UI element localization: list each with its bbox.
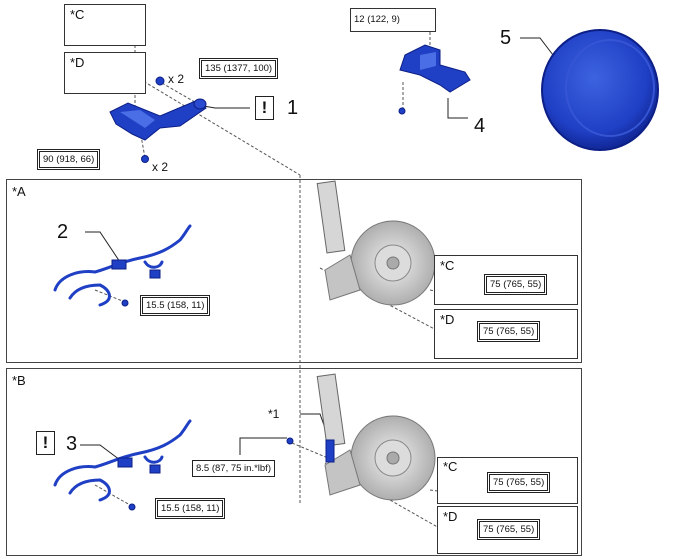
tire-part-drawing — [541, 29, 659, 151]
part-number-3: 3 — [66, 433, 78, 455]
warning-icon: ! — [36, 431, 55, 455]
torque-75-b-d: 75 (765, 55) — [476, 519, 541, 540]
callout-label-c-a: *C — [440, 258, 455, 273]
part-number-1: 1 — [287, 97, 299, 119]
callout-box-c-top — [64, 4, 146, 46]
brake-assembly-a — [316, 180, 436, 306]
bracket-part-drawing — [399, 44, 471, 93]
part-number-2: 2 — [57, 221, 69, 243]
part-number-5: 5 — [500, 27, 512, 49]
bolt-icon — [141, 155, 149, 163]
torque-15-5-b: 15.5 (158, 11) — [154, 498, 226, 519]
multiplier-x2-bottom: x 2 — [152, 160, 169, 174]
callout-label-d-top: *D — [70, 55, 85, 70]
callout-label-c-b: *C — [443, 459, 458, 474]
arm-part-drawing — [109, 98, 207, 141]
callout-box-d-top — [64, 52, 146, 94]
brake-assembly-b — [316, 373, 436, 501]
torque-box-12 — [350, 8, 436, 32]
callout-label-d-a: *D — [440, 312, 455, 327]
torque-135: 135 (1377, 100) — [198, 58, 279, 79]
panel-label-b: *B — [12, 373, 26, 388]
callout-label-c-top: *C — [70, 7, 85, 22]
bolt-icon — [286, 437, 294, 445]
bolt-icon — [121, 299, 129, 307]
torque-75-a-d: 75 (765, 55) — [476, 321, 541, 342]
warning-icon: ! — [255, 96, 274, 120]
torque-12: 12 (122, 9) — [354, 14, 400, 25]
torque-90: 90 (918, 66) — [36, 149, 101, 170]
sensor-wire-a — [53, 224, 192, 307]
torque-8-5: 8.5 (87, 75 in.*lbf) — [192, 460, 275, 477]
part-number-4: 4 — [474, 115, 486, 137]
callout-label-star1: *1 — [268, 407, 280, 421]
bolt-icon — [128, 503, 136, 511]
bolt-icon — [398, 107, 406, 115]
multiplier-x2-top: x 2 — [168, 72, 185, 86]
panel-label-a: *A — [12, 184, 26, 199]
torque-75-b-c: 75 (765, 55) — [486, 472, 551, 493]
panel-b — [6, 368, 582, 556]
callout-label-d-b: *D — [443, 509, 458, 524]
torque-15-5-a: 15.5 (158, 11) — [139, 295, 211, 316]
nut-icon — [155, 76, 165, 86]
panel-a — [6, 179, 582, 363]
sensor-wire-b — [53, 419, 192, 502]
torque-75-a-c: 75 (765, 55) — [483, 274, 548, 295]
